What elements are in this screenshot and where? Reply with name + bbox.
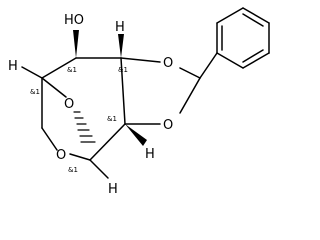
- bond: [199, 52, 218, 79]
- stereo-descriptors: &1 &1 &1 &1 &1: [30, 66, 128, 174]
- bond: [242, 52, 270, 69]
- oxygen-label: O: [163, 56, 173, 71]
- stereo-label: &1: [68, 166, 78, 174]
- hashed-bond: [73, 111, 96, 143]
- wedge-bond: [118, 34, 124, 58]
- bond: [69, 153, 91, 161]
- bond: [41, 57, 77, 79]
- bond: [120, 57, 126, 125]
- stereo-bonds: [73, 30, 147, 146]
- bonds: [21, 52, 218, 179]
- molecule-structure: HO O O O O H H H H &1 &1 &1 &1 &1: [8, 7, 270, 197]
- double-bond: [242, 49, 264, 63]
- bond: [21, 66, 43, 79]
- stereo-label: &1: [30, 88, 40, 96]
- bond: [89, 159, 109, 179]
- wedge-bond: [73, 30, 79, 58]
- hydrogen-label: H: [115, 20, 125, 35]
- bond: [216, 52, 244, 69]
- oxygen-label: O: [56, 148, 66, 163]
- bond: [242, 7, 270, 24]
- oxygen-label: O: [163, 118, 173, 133]
- hydrogen-label: H: [145, 147, 155, 162]
- stereo-label: &1: [118, 66, 128, 74]
- bond: [89, 123, 126, 161]
- bond: [179, 67, 201, 79]
- double-bond: [242, 13, 264, 27]
- bond: [41, 77, 67, 98]
- bond: [179, 77, 201, 114]
- hydrogen-label: H: [8, 59, 18, 74]
- bond: [41, 127, 58, 151]
- hydroxyl-label: HO: [64, 13, 84, 28]
- oxygen-label: O: [64, 97, 74, 112]
- hydrogen-label: H: [108, 182, 118, 197]
- atom-labels: HO O O O O H H H H: [8, 13, 173, 197]
- stereo-label: &1: [67, 66, 77, 74]
- bond: [216, 7, 244, 24]
- wedge-bond: [125, 124, 147, 146]
- phenyl-ring: [216, 7, 270, 69]
- stereo-label: &1: [107, 115, 117, 123]
- bond: [120, 57, 161, 63]
